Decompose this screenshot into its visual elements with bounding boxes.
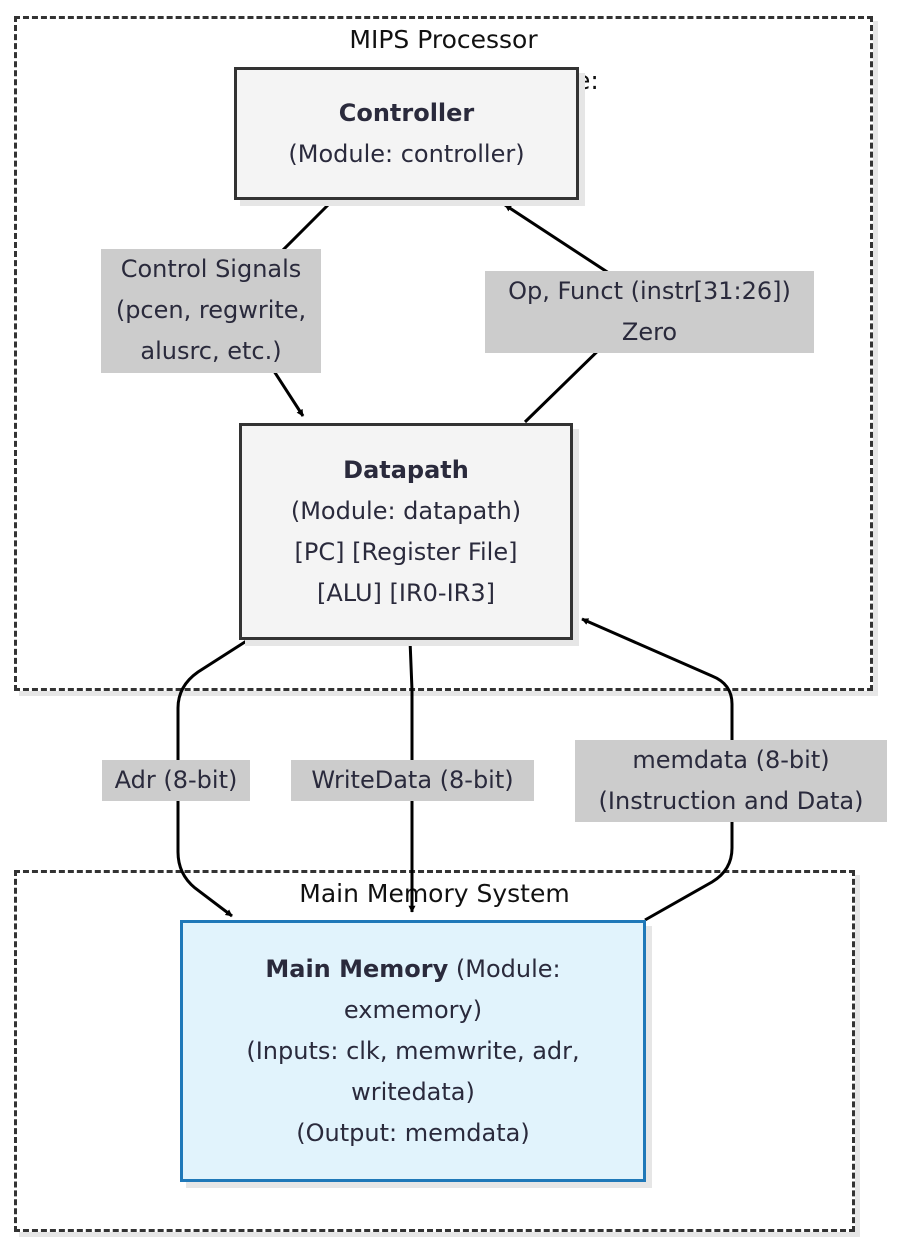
edge-label-line: Adr (8-bit) — [114, 766, 238, 794]
cluster-main-memory-system: Main Memory System — [14, 870, 855, 1232]
controller-node: Controller (Module: controller) — [234, 67, 579, 200]
edge-label-line: memdata (8-bit) — [632, 746, 830, 774]
main-memory-inputs: (Inputs: clk, memwrite, adr, — [246, 1036, 580, 1065]
edge-label-line: (Instruction and Data) — [598, 787, 864, 815]
edge-writedata — [408, 639, 416, 913]
edge-label-line: (pcen, regwrite, — [115, 296, 307, 324]
main-memory-inputs-cont: writedata) — [351, 1077, 475, 1106]
edge-label-control-signals: Control Signals (pcen, regwrite, alusrc,… — [101, 249, 321, 373]
cluster-title-memory: Main Memory System — [299, 879, 570, 908]
edge-label-line: alusrc, etc.) — [140, 337, 282, 365]
datapath-title: Datapath — [343, 455, 469, 484]
cluster-mips-processor: MIPS Processor — [14, 16, 873, 691]
edge-label-writedata: WriteData (8-bit) — [291, 760, 534, 801]
datapath-node: Datapath (Module: datapath) [PC] [Regist… — [239, 423, 573, 640]
datapath-components-2: [ALU] [IR0-IR3] — [317, 578, 495, 607]
edge-label-line: Op, Funct (instr[31:26]) — [508, 277, 791, 305]
datapath-module: (Module: datapath) — [290, 496, 522, 525]
main-memory-title-suffix: (Module: — [448, 954, 561, 983]
datapath-components-1: [PC] [Register File] — [294, 537, 518, 566]
main-memory-title: Main Memory — [265, 954, 449, 983]
main-memory-output: (Output: memdata) — [296, 1118, 530, 1147]
controller-module: (Module: controller) — [288, 139, 525, 168]
edge-label-line: Zero — [621, 318, 678, 346]
main-memory-node: Main Memory (Module: exmemory) (Inputs: … — [180, 920, 646, 1182]
main-memory-module: exmemory) — [343, 995, 483, 1024]
edge-label-adr: Adr (8-bit) — [102, 760, 250, 801]
edge-label-memdata: memdata (8-bit) (Instruction and Data) — [575, 740, 887, 822]
edge-label-line: Control Signals — [120, 255, 302, 283]
edge-label-op-funct: Op, Funct (instr[31:26]) Zero — [485, 271, 814, 353]
stray-cluster-text: e: — [575, 66, 599, 95]
edge-label-line: WriteData (8-bit) — [311, 766, 514, 794]
cluster-title-processor: MIPS Processor — [349, 25, 538, 54]
controller-title: Controller — [338, 98, 475, 127]
